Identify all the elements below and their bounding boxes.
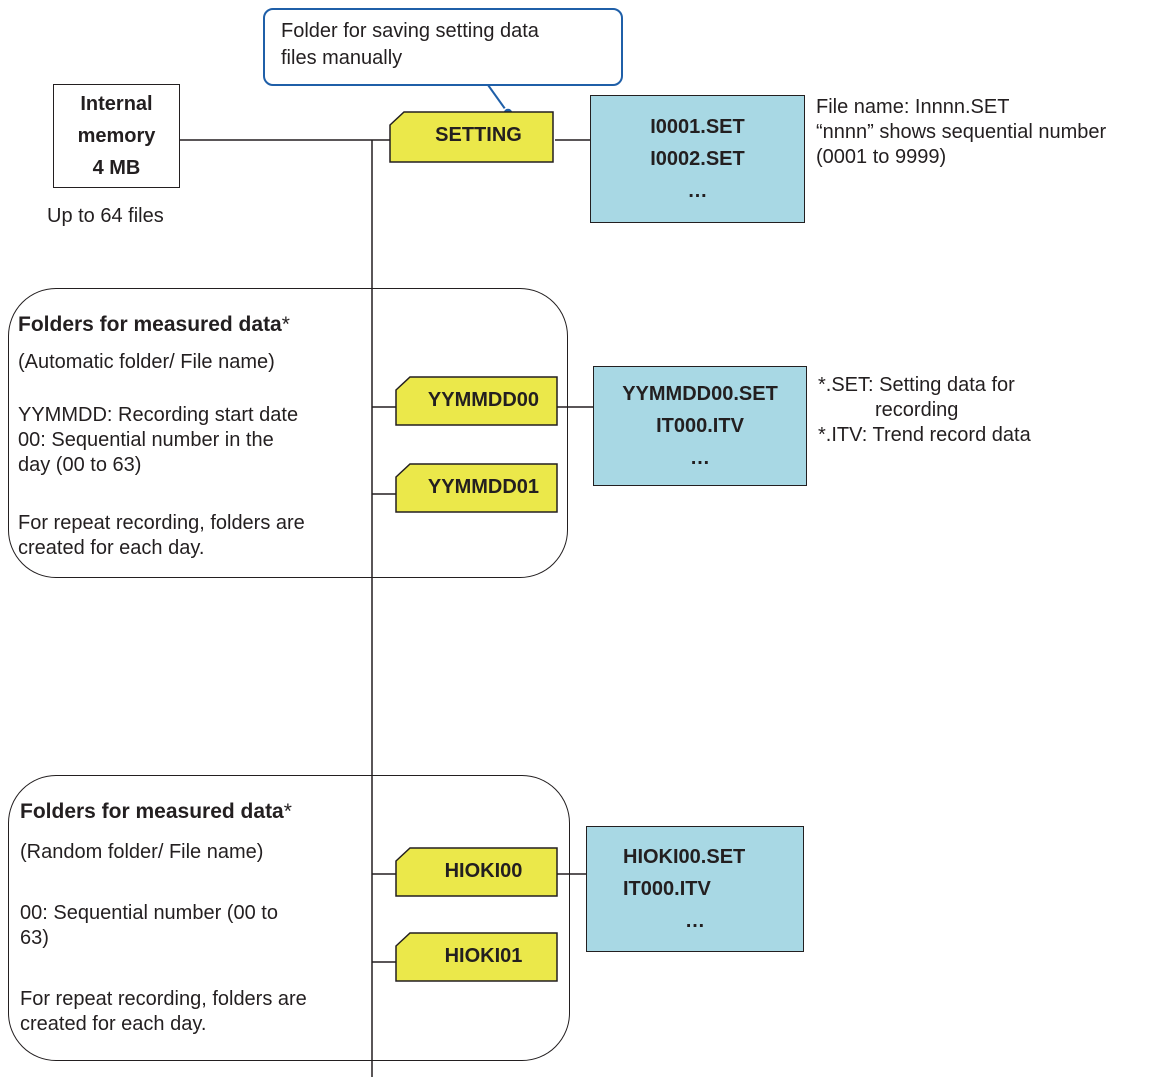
random-panel-description: 00: Sequential number (00 to 63) — [20, 901, 278, 951]
setting-note-line1: File name: Innnn.SET — [816, 96, 1010, 118]
folder-hioki00-icon — [395, 847, 558, 897]
random-folders-panel — [8, 775, 570, 1061]
folder-hioki01-label: HIOKI01 — [444, 945, 523, 967]
extension-legend: *.SET: Setting data for recording *.ITV:… — [818, 373, 1031, 448]
auto-desc-line2: 00: Sequential number in the — [18, 429, 274, 451]
auto-file-1: YYMMDD00.SET — [622, 383, 778, 405]
random-desc-line1: 00: Sequential number (00 to — [20, 902, 278, 924]
folder-yymmdd00-icon — [395, 376, 558, 426]
setting-filename-note: File name: Innnn.SET “nnnn” shows sequen… — [816, 95, 1106, 170]
auto-desc-line5: created for each day. — [18, 537, 205, 559]
auto-panel-title-text: Folders for measured data — [18, 313, 282, 336]
auto-folders-panel — [8, 288, 568, 578]
auto-files-box: YYMMDD00.SET IT000.ITV … — [593, 366, 807, 486]
callout-line2: files manually — [281, 47, 403, 69]
random-file-2: IT000.ITV — [623, 878, 711, 900]
auto-file-ellipsis: … — [690, 447, 710, 469]
auto-file-2: IT000.ITV — [656, 415, 744, 437]
memory-file-limit: Up to 64 files — [47, 205, 164, 227]
random-panel-repeat-note: For repeat recording, folders are create… — [20, 987, 307, 1037]
auto-panel-title: Folders for measured data* — [18, 313, 290, 337]
folder-hioki00-label: HIOKI00 — [444, 860, 523, 882]
folder-setting-label: SETTING — [435, 124, 522, 146]
random-desc-line2: 63) — [20, 927, 49, 949]
folder-yymmdd01-label: YYMMDD01 — [427, 476, 540, 498]
auto-panel-description: YYMMDD: Recording start date 00: Sequent… — [18, 403, 298, 478]
setting-folder-callout: Folder for saving setting data files man… — [263, 8, 623, 86]
auto-desc-line1: YYMMDD: Recording start date — [18, 404, 299, 426]
auto-panel-subtitle: (Automatic folder/ File name) — [18, 351, 275, 373]
setting-file-ellipsis: … — [687, 180, 708, 202]
setting-note-line2: “nnnn” shows sequential number — [816, 121, 1107, 143]
auto-panel-asterisk: * — [281, 313, 290, 336]
folder-setting-icon — [389, 111, 554, 163]
random-files-box: HIOKI00.SET IT000.ITV … — [586, 826, 804, 952]
random-desc-line3: For repeat recording, folders are — [20, 988, 307, 1010]
memory-line2: memory — [77, 125, 156, 147]
callout-line1: Folder for saving setting data — [281, 20, 539, 42]
auto-panel-repeat-note: For repeat recording, folders are create… — [18, 511, 305, 561]
setting-file-1: I0001.SET — [650, 116, 745, 138]
random-panel-asterisk: * — [283, 800, 292, 823]
folder-hioki01-icon — [395, 932, 558, 982]
internal-memory-box: Internal memory 4 MB — [53, 84, 180, 188]
setting-files-box: I0001.SET I0002.SET … — [590, 95, 805, 223]
memory-capacity: 4 MB — [92, 157, 141, 179]
random-panel-title-text: Folders for measured data — [20, 800, 284, 823]
random-panel-subtitle: (Random folder/ File name) — [20, 841, 264, 863]
random-desc-line4: created for each day. — [20, 1013, 207, 1035]
random-file-1: HIOKI00.SET — [623, 846, 746, 868]
random-file-ellipsis: … — [685, 910, 705, 932]
folder-yymmdd01-icon — [395, 463, 558, 513]
folder-yymmdd00-label: YYMMDD00 — [427, 389, 540, 411]
auto-desc-line3: day (00 to 63) — [18, 454, 142, 476]
auto-desc-line4: For repeat recording, folders are — [18, 512, 305, 534]
setting-file-2: I0002.SET — [650, 148, 745, 170]
legend-set: *.SET: Setting data for — [818, 374, 1015, 396]
memory-line1: Internal — [80, 93, 153, 115]
setting-note-line3: (0001 to 9999) — [816, 146, 947, 168]
legend-set-cont: recording — [875, 399, 959, 421]
random-panel-title: Folders for measured data* — [20, 800, 292, 824]
legend-itv: *.ITV: Trend record data — [818, 424, 1031, 446]
